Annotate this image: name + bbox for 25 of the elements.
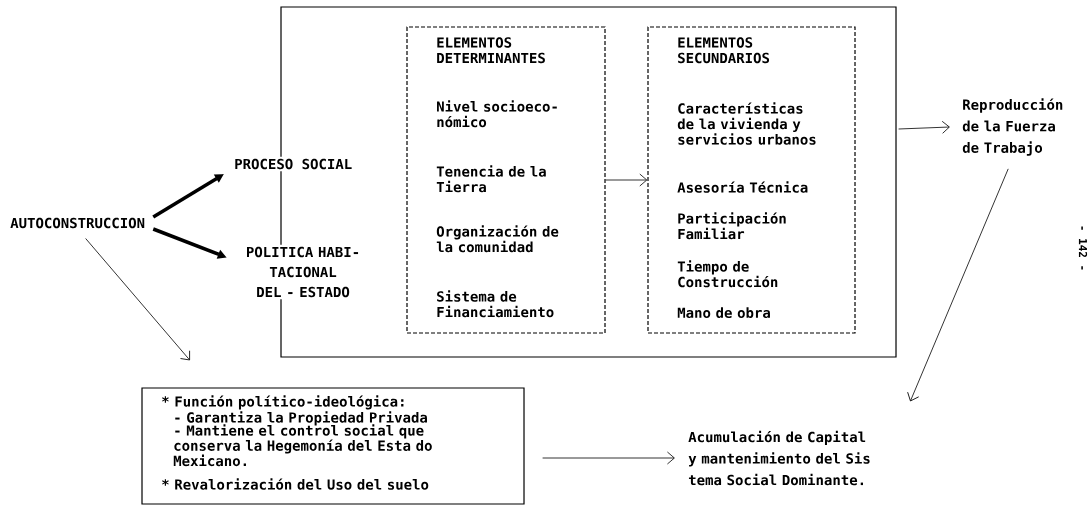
box-heading: ELEMENTOS DETERMINANTES	[437, 37, 545, 64]
list-item: Asesoría Técnica	[677, 181, 808, 193]
text-label: Acumulación de Capital y mantenimiento del Sis tema Social Dominante.	[686, 428, 891, 488]
arrow	[85, 238, 190, 361]
box-heading: ELEMENTOS SECUNDARIOS	[678, 37, 770, 64]
list-item: Tiempo de Construcción	[677, 260, 778, 288]
list-item: Características de la vivienda y servicios urbanos	[677, 102, 816, 145]
text-line: * Función político-ideológica:	[162, 395, 404, 410]
text-line: - Mantiene el control social que conserva la Hegemonía del Esta do Mexicano.	[173, 424, 432, 467]
arrow	[542, 451, 675, 465]
text-label: PROCESO SOCIAL	[232, 156, 355, 172]
arrow	[605, 173, 648, 187]
list-item: Sistema de Financiamiento	[437, 290, 554, 318]
list-item: Organización de la comunidad	[436, 225, 559, 253]
list-item: Tenencia de la Tierra	[436, 165, 546, 193]
arrow	[898, 120, 950, 134]
text-label: AUTOCONSTRUCCION	[8, 215, 148, 231]
text-label: POLITICA HABI- TACIONAL DEL - ESTADO	[230, 244, 376, 300]
page-number: - 142 -	[1078, 226, 1088, 270]
text-label: Reproducción de la Fuerza de Trabajo	[960, 96, 1077, 158]
text-line: * Revalorización del Uso del suelo	[162, 478, 429, 490]
list-item: Nivel socioeco- nómico	[437, 100, 557, 128]
list-item: Mano de obra	[677, 307, 770, 319]
list-item: Participación Familiar	[678, 212, 786, 240]
arrow	[907, 168, 1009, 402]
